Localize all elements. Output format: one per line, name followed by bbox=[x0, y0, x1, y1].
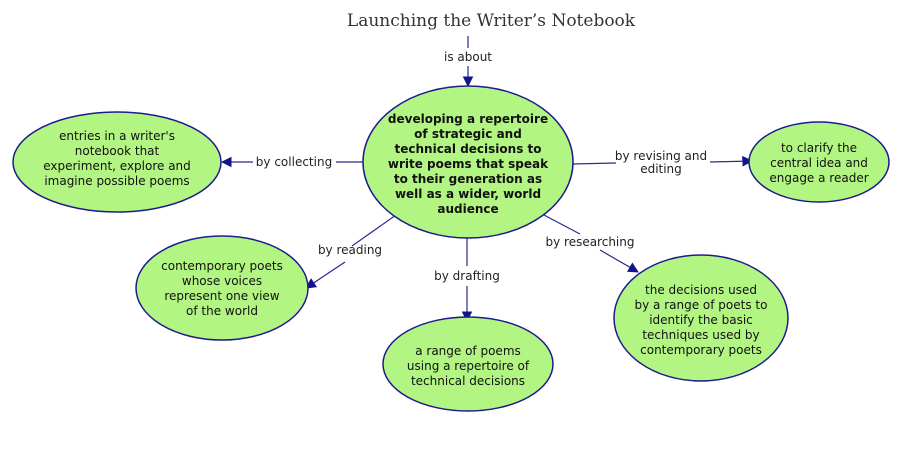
node-center-line: to their generation as bbox=[394, 172, 542, 186]
label-is-about: is about bbox=[444, 50, 492, 64]
node-range-line: technical decisions bbox=[411, 374, 525, 388]
node-contemporary-bubble bbox=[135, 235, 309, 341]
label-by-revising: by revising and bbox=[615, 149, 707, 163]
node-range: a range of poems using a repertoire of t… bbox=[382, 316, 554, 412]
node-entries-line: entries in a writer's bbox=[59, 129, 175, 143]
node-entries: entries in a writer's notebook that expe… bbox=[12, 111, 222, 213]
label-by-reading: by reading bbox=[318, 243, 382, 257]
node-range-bubble bbox=[382, 316, 554, 412]
map-title: Launching the Writer’s Notebook bbox=[347, 11, 636, 31]
node-center-line: well as a wider, world bbox=[395, 187, 541, 201]
node-contemporary-line: contemporary poets bbox=[161, 259, 283, 273]
node-center-line: audience bbox=[437, 202, 498, 216]
node-center-line: technical decisions to bbox=[395, 142, 542, 156]
node-clarify-line: central idea and bbox=[770, 156, 868, 170]
node-center: developing a repertoire of strategic and… bbox=[362, 85, 574, 239]
node-decisions-line: the decisions used bbox=[645, 283, 757, 297]
label-by-revising-line2: editing bbox=[640, 162, 682, 176]
node-clarify-line: engage a reader bbox=[769, 171, 868, 185]
node-decisions-bubble bbox=[613, 254, 789, 382]
node-range-line: using a repertoire of bbox=[407, 359, 530, 373]
connector-reading-arrow bbox=[305, 261, 346, 289]
node-center-line: of strategic and bbox=[414, 127, 522, 141]
node-decisions-line: contemporary poets bbox=[640, 343, 762, 357]
connectors bbox=[220, 36, 754, 323]
node-entries-line: experiment, explore and bbox=[43, 159, 191, 173]
connector-researching-top bbox=[541, 213, 581, 235]
node-contemporary-line: represent one view bbox=[164, 289, 279, 303]
node-contemporary-line: of the world bbox=[186, 304, 258, 318]
connector-researching-arrow bbox=[599, 249, 639, 273]
node-decisions-line: techniques used by bbox=[642, 328, 759, 342]
node-entries-bubble bbox=[12, 111, 222, 213]
connector-reading-top bbox=[351, 214, 397, 247]
node-entries-line: notebook that bbox=[75, 144, 160, 158]
node-entries-line: imagine possible poems bbox=[44, 174, 189, 188]
node-contemporary-line: whose voices bbox=[182, 274, 262, 288]
node-center-line: developing a repertoire bbox=[388, 112, 548, 126]
label-by-collecting: by collecting bbox=[256, 155, 332, 169]
node-clarify-line: to clarify the bbox=[781, 141, 857, 155]
node-decisions: the decisions used by a range of poets t… bbox=[613, 254, 789, 382]
label-by-drafting: by drafting bbox=[434, 269, 500, 283]
node-center-line: write poems that speak bbox=[388, 157, 549, 171]
node-contemporary: contemporary poets whose voices represen… bbox=[135, 235, 309, 341]
node-clarify: to clarify the central idea and engage a… bbox=[748, 121, 890, 203]
connector-revising-left bbox=[571, 162, 617, 165]
node-clarify-bubble bbox=[748, 121, 890, 203]
node-decisions-line: identify the basic bbox=[649, 313, 753, 327]
node-center-bubble bbox=[362, 85, 574, 239]
node-range-line: a range of poems bbox=[415, 344, 521, 358]
label-by-researching: by researching bbox=[545, 235, 634, 249]
node-decisions-line: by a range of poets to bbox=[635, 298, 768, 312]
connector-revising-arrow bbox=[709, 155, 754, 167]
